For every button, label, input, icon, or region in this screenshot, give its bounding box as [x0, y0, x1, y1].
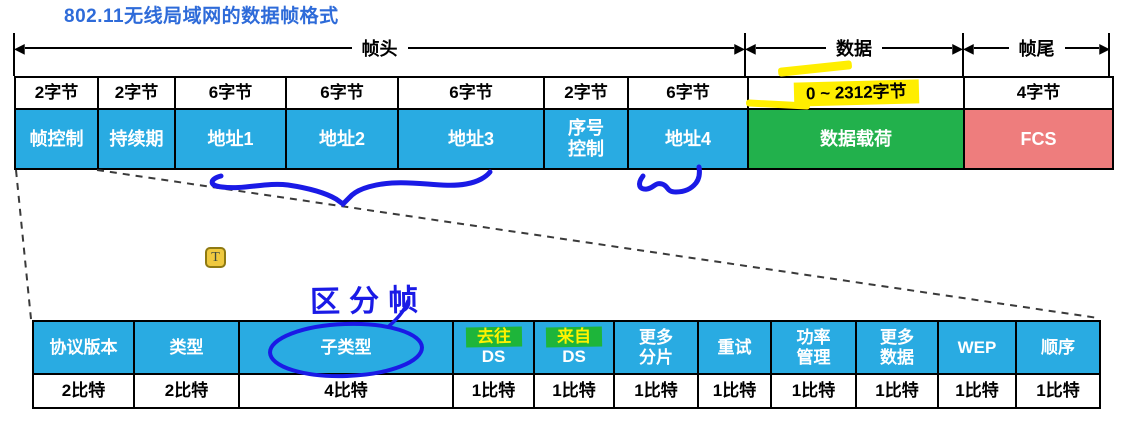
bracket-frame-header: ◀ 帧头 ▶ [14, 35, 745, 61]
handdrawn-underline-squiggle-addresses [209, 169, 493, 208]
arrow-right-icon: ▶ [1099, 40, 1110, 56]
page-title: 802.11无线局域网的数据帧格式 [64, 6, 339, 27]
field-address2: 地址2 [287, 110, 399, 168]
bracket-line [1064, 47, 1100, 49]
field-more-fragments: 更多分片 [615, 322, 699, 373]
size-data-payload: 0 ~ 2312字节 [749, 78, 965, 108]
size-address4: 6字节 [629, 78, 749, 108]
bracket-tick [1108, 33, 1110, 76]
green-marker-highlight: 来自 [545, 326, 603, 347]
arrow-left-icon: ◀ [963, 40, 974, 56]
bits-from-ds: 1比特 [535, 375, 615, 407]
bracket-data: ◀ 数据 ▶ [745, 35, 963, 61]
arrow-left-icon: ◀ [14, 40, 25, 56]
bits-more-data: 1比特 [857, 375, 939, 407]
bits-order: 1比特 [1036, 381, 1080, 401]
bracket-label-tail: 帧尾 [1008, 35, 1065, 61]
size-duration: 2字节 [99, 78, 176, 108]
field-power-management: 功率管理 [772, 322, 857, 373]
size-fcs: 4字节 [1016, 83, 1061, 103]
handwritten-note: 区分帧 [309, 283, 428, 320]
bracket-label-data: 数据 [826, 35, 882, 61]
bits-retry: 1比特 [699, 375, 772, 407]
yellow-highlight: 0 ~ 2312字节 [793, 79, 919, 107]
bracket-line [973, 47, 1009, 49]
bits-more-fragments: 1比特 [615, 375, 699, 407]
field-address3: 地址3 [399, 110, 545, 168]
bracket-line [407, 47, 735, 49]
bit-size-row: 2比特 2比特 4比特 1比特 1比特 1比特 1比特 1比特 1比特 1比特 … [34, 375, 1099, 407]
text-note-icon[interactable]: T [205, 247, 226, 268]
arrow-right-icon: ▶ [734, 40, 745, 56]
green-marker-highlight: 去往 [465, 326, 522, 347]
field-sequence-control: 序号控制 [545, 110, 629, 168]
size-sequence-control: 2字节 [545, 78, 629, 108]
size-address1: 6字节 [176, 78, 287, 108]
arrow-right-icon: ▶ [952, 40, 963, 56]
byte-size-row: 2字节 2字节 6字节 6字节 6字节 2字节 6字节 0 ~ 2312字节 4… [16, 78, 1112, 110]
bits-to-ds: 1比特 [454, 375, 535, 407]
bracket-tick [13, 33, 15, 76]
bracket-label-header: 帧头 [351, 35, 408, 61]
field-retry: 重试 [699, 322, 772, 373]
size-address2: 6字节 [287, 78, 399, 108]
field-duration: 持续期 [99, 110, 176, 168]
size-frame-control: 2字节 [16, 78, 99, 108]
field-subtype: 子类型 [240, 322, 454, 373]
field-type: 类型 [135, 322, 240, 373]
bracket-line [755, 47, 826, 49]
field-wep: WEP [939, 322, 1017, 373]
field-fcs: FCS [965, 110, 1112, 168]
bits-type: 2比特 [135, 375, 240, 407]
expansion-dashed-line-left [15, 169, 32, 320]
bracket-line [24, 47, 352, 49]
frame-format-table: 2字节 2字节 6字节 6字节 6字节 2字节 6字节 0 ~ 2312字节 4… [14, 76, 1114, 170]
field-address1: 地址1 [176, 110, 287, 168]
bits-power-management: 1比特 [772, 375, 857, 407]
bits-wep: 1比特 [939, 375, 1017, 407]
bracket-line [882, 47, 953, 49]
field-data-payload: 数据载荷 [749, 110, 965, 168]
handdrawn-squiggle-address4 [637, 164, 702, 195]
field-protocol-version: 协议版本 [34, 322, 135, 373]
bits-protocol-version: 2比特 [34, 375, 135, 407]
bracket-frame-tail: ◀ 帧尾 ▶ [963, 35, 1110, 61]
bracket-tick [962, 33, 964, 76]
size-address3: 6字节 [399, 78, 545, 108]
bits-subtype: 4比特 [240, 375, 454, 407]
field-name-row: 帧控制 持续期 地址1 地址2 地址3 序号控制 地址4 数据载荷 FCS [16, 110, 1112, 168]
field-address4: 地址4 [629, 110, 749, 168]
expansion-dashed-line-right [96, 169, 1099, 319]
field-frame-control: 帧控制 [16, 110, 99, 168]
bracket-tick [744, 33, 746, 76]
field-order: 顺序 [1017, 322, 1099, 373]
marker-smear [777, 60, 853, 77]
arrow-left-icon: ◀ [745, 40, 756, 56]
field-more-data: 更多数据 [857, 322, 939, 373]
